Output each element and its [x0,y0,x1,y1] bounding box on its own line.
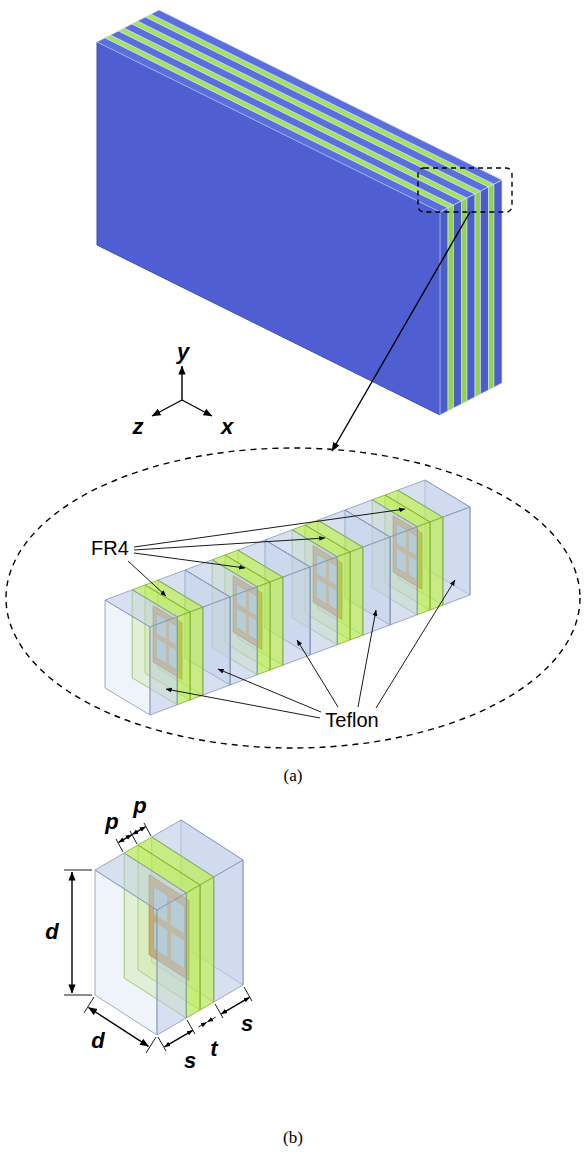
subfigure-label: (b) [283,1129,303,1147]
material-label: FR4 [91,538,129,559]
material-label: Teflon [325,710,378,731]
dimension-label: d [91,1029,104,1052]
dimension-line [64,995,92,996]
dimension-label: p [133,794,146,817]
dimension-label: p [105,810,118,833]
axis-label: z [133,415,144,438]
leader-line [358,610,376,707]
leader-line [166,689,320,718]
slab-top-face [97,38,448,212]
dimension-line [215,1004,223,1018]
dimension-line [158,1037,166,1051]
slab-side-face [462,198,467,404]
axis-triad [182,400,212,416]
axis-label: x [221,415,233,438]
leader-line [128,561,166,596]
slab-top-face [146,14,494,187]
axis-triad [152,400,182,416]
dimension-line [64,823,252,1053]
slab-side-face [494,180,502,387]
slab-top-face [97,10,502,212]
subfigure-label: (a) [284,767,303,785]
slab-side-face [440,180,502,415]
slab-top-face [110,31,461,205]
zoom-box [418,168,512,212]
slab-top-face [105,35,453,208]
leader-line [218,669,321,712]
dimension-label: d [45,920,58,943]
leader-line [134,509,405,547]
slab-top-face [151,10,502,184]
slab-side-face [440,208,448,415]
zoom-ellipse [6,448,580,748]
slab-side-face [467,194,475,401]
slab-side-face [475,191,480,397]
axis-triad [181,366,182,400]
unit-cell [186,885,200,1018]
dimension-line [132,827,145,835]
unit-cell [214,860,243,1002]
dimension-label: s [241,1012,253,1035]
leader-line [376,580,455,708]
axis-label: y [177,340,189,363]
dimension-line [119,835,132,843]
slab-top-face [124,24,475,198]
slab-side-face [448,205,453,411]
slab-side-face [453,201,461,408]
dimension-line [198,1022,206,1027]
unit-cell [95,820,243,1035]
zoom-arrow [332,212,470,451]
dimension-line [221,997,249,1013]
dimension-line [207,1017,215,1022]
unit-cell [105,570,230,715]
unit-cell-chain [105,480,470,715]
leader-line [134,538,325,550]
dimension-line [165,1030,193,1046]
slab-top-face [137,17,488,191]
dimension-label: t [210,1037,217,1060]
dimension-line [71,872,72,993]
dimension-line [64,870,92,871]
unit-cell [157,893,186,1035]
dimension-label: s [184,1049,196,1072]
unit-cell [200,877,214,1010]
leader-line [134,553,245,568]
slab-top-face [119,28,467,201]
dimension-line [144,823,151,836]
leader-line [128,509,405,596]
layered-slab [97,10,502,415]
slab-side-face [480,187,488,394]
axis-triad [152,366,212,416]
leader-line [297,640,338,707]
slab-side-face [489,184,494,390]
leader-line [166,580,455,718]
